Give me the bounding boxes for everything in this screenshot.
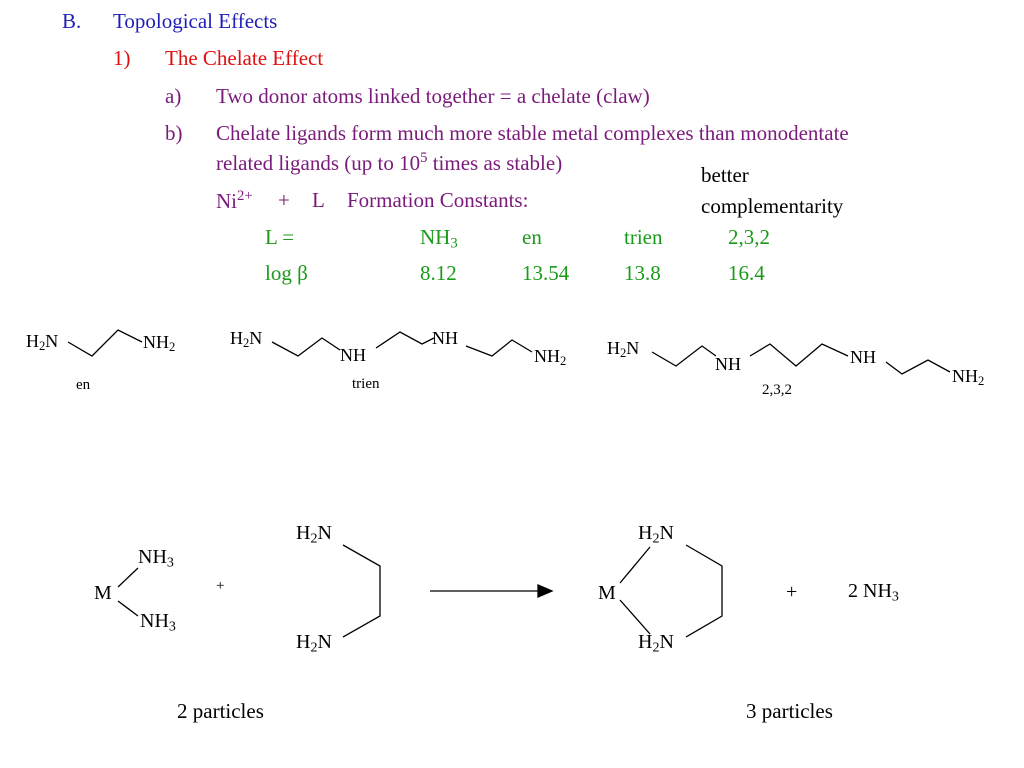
- chelate-h2n-bottom: H2N: [638, 631, 674, 656]
- table-row1-trien: trien: [624, 225, 663, 249]
- outline-bb-marker: b): [165, 121, 183, 145]
- table-row1-nh3: NH3: [420, 225, 458, 252]
- reaction-arrow-head: [537, 584, 554, 598]
- trien-chain: [271, 337, 341, 357]
- tri-chain: [651, 345, 717, 367]
- outline-bb-line1: Chelate ligands form much more stable me…: [216, 121, 849, 145]
- tri-nh2: NH2: [952, 366, 985, 389]
- formation-label: Formation Constants:: [347, 188, 529, 212]
- tri-chain-2: [749, 343, 849, 367]
- en-h2n: H2N: [26, 331, 59, 354]
- trien-chain-3: [465, 339, 533, 357]
- table-row2-v3: 13.8: [624, 261, 661, 285]
- right-particles: 3 particles: [746, 699, 833, 723]
- en-nh2: NH2: [143, 332, 176, 355]
- side-note-line2: complementarity: [701, 194, 844, 218]
- table-row2-v1: 8.12: [420, 261, 457, 285]
- product-nh3: 2 NH3: [848, 580, 899, 605]
- formation-l: L: [312, 188, 325, 212]
- table-row2-v4: 16.4: [728, 261, 765, 285]
- free-en-h2n-bottom: H2N: [296, 631, 332, 656]
- chelate-h2n-top: H2N: [638, 522, 674, 547]
- outline-b-marker: B.: [62, 9, 82, 33]
- trien-nh-1: NH: [340, 345, 366, 365]
- tri-label: 2,3,2: [762, 382, 792, 398]
- left-nh3-bottom: NH3: [140, 610, 176, 635]
- trien-h2n: H2N: [230, 328, 263, 351]
- outline-bb-line2: related ligands (up to 105 times as stab…: [216, 150, 563, 176]
- m-nh3-top-bond: [117, 567, 139, 588]
- chelate-m-n-bottom: [619, 599, 651, 635]
- free-en-chain: [342, 544, 381, 638]
- tri-nh-2: NH: [850, 347, 876, 367]
- table-row2-v2: 13.54: [522, 261, 570, 285]
- outline-1-title: The Chelate Effect: [165, 46, 324, 70]
- chelate-metal: M: [598, 582, 616, 604]
- en-chain: [67, 329, 143, 357]
- trien-label: trien: [352, 376, 380, 392]
- table-row1-label: L =: [265, 225, 295, 249]
- outline-b-title: Topological Effects: [113, 9, 278, 33]
- trien-nh-2: NH: [432, 328, 458, 348]
- left-nh3-top: NH3: [138, 546, 174, 571]
- chelate-backbone: [685, 544, 723, 638]
- left-metal: M: [94, 582, 112, 604]
- side-note-line1: better: [701, 163, 749, 187]
- m-nh3-bottom-bond: [117, 600, 139, 617]
- outline-1-marker: 1): [113, 46, 131, 70]
- formation-ni: Ni2+: [216, 188, 253, 214]
- trien-chain-2: [375, 331, 435, 349]
- outline-a-text: Two donor atoms linked together = a chel…: [216, 84, 650, 108]
- reaction-plus-small: +: [216, 578, 225, 594]
- table-row1-232: 2,3,2: [728, 225, 770, 249]
- tri-nh-1: NH: [715, 354, 741, 374]
- chelate-m-n-top: [619, 546, 651, 584]
- table-row1-en: en: [522, 225, 542, 249]
- table-row2-label: log β: [265, 261, 308, 285]
- formation-plus: +: [278, 188, 290, 212]
- tri-chain-3: [885, 359, 951, 375]
- outline-a-marker: a): [165, 84, 182, 108]
- free-en-h2n-top: H2N: [296, 522, 332, 547]
- tri-h2n: H2N: [607, 338, 640, 361]
- en-label: en: [76, 377, 91, 393]
- trien-nh2: NH2: [534, 346, 567, 369]
- left-particles: 2 particles: [177, 699, 264, 723]
- reaction-plus-big: +: [786, 581, 798, 603]
